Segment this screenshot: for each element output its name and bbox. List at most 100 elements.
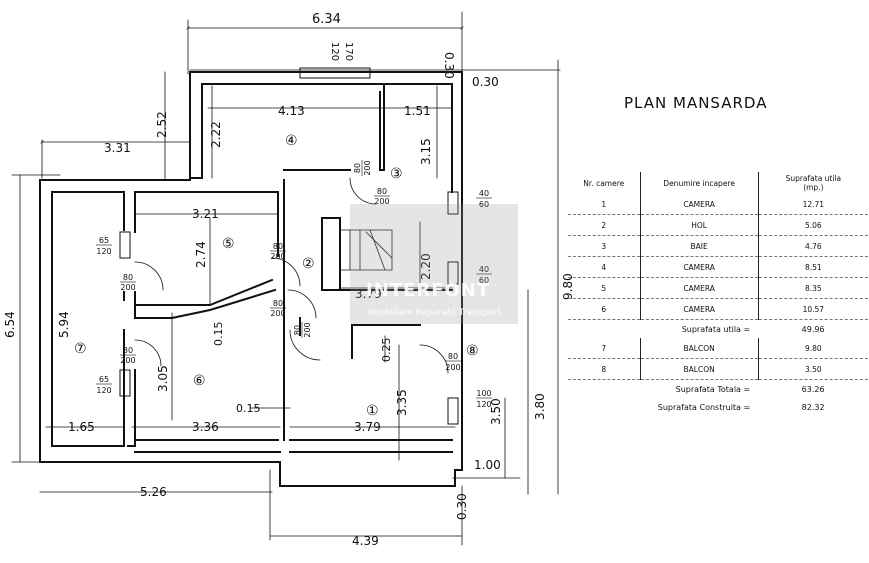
row-area: 8.51 xyxy=(758,256,868,278)
row-name: BAIE xyxy=(639,235,759,257)
opening-label: 80 200 xyxy=(353,160,372,176)
row-area: 5.06 xyxy=(758,214,868,236)
dim-right-bottom-wall: 0.30 xyxy=(455,493,469,520)
dim-r3-w: 1.51 xyxy=(404,104,431,118)
svg-text:40: 40 xyxy=(479,189,489,198)
area-table: Nr. camere Denumire incapere Suprafata u… xyxy=(568,172,868,416)
dim-wall-c: 0.25 xyxy=(380,338,393,363)
room-label-5: ⑤ xyxy=(222,236,235,252)
row-name: CAMERA xyxy=(639,277,759,299)
dim-window-a: 120 xyxy=(329,42,340,61)
plan-title: PLAN MANSARDA xyxy=(624,94,768,112)
dim-left-total: 6.54 xyxy=(3,311,17,338)
util-area-row: Suprafata utila = 49.96 xyxy=(568,320,868,339)
row-area: 4.76 xyxy=(758,235,868,257)
opening-label: 40 60 xyxy=(476,265,492,285)
table-header-area-label: Suprafata utila xyxy=(785,174,842,183)
watermark-tagline: Imobiliare Reparatii Transport xyxy=(368,308,502,318)
staircase xyxy=(339,229,393,271)
row-name: CAMERA xyxy=(639,298,759,320)
row-area: 8.35 xyxy=(758,277,868,299)
row-nr: 3 xyxy=(568,235,641,257)
svg-text:60: 60 xyxy=(479,276,489,285)
table-header-nr: Nr. camere xyxy=(583,178,625,188)
svg-text:80: 80 xyxy=(353,163,362,173)
svg-text:40: 40 xyxy=(479,265,489,274)
dim-top-inner: 0.30 xyxy=(442,52,456,79)
util-area-label: Suprafata utila = xyxy=(681,324,751,334)
dim-r5-w: 3.21 xyxy=(192,207,219,221)
room-label-8: ⑧ xyxy=(466,343,479,359)
row-name: CAMERA xyxy=(639,194,759,215)
svg-text:65: 65 xyxy=(99,236,109,245)
table-row: 1 CAMERA 12.71 xyxy=(568,194,868,215)
dim-left-inner: 5.94 xyxy=(57,311,71,338)
table-header-area-unit: (mp.) xyxy=(803,183,824,192)
svg-text:120: 120 xyxy=(96,386,111,395)
dim-bottom-right: 4.39 xyxy=(352,534,379,548)
dim-wall-b: 0.15 xyxy=(236,402,261,415)
table-row: 3 BAIE 4.76 xyxy=(568,235,868,257)
dim-window-b: 170 xyxy=(343,42,354,61)
row-nr: 2 xyxy=(568,214,641,236)
svg-text:200: 200 xyxy=(270,252,285,261)
svg-text:200: 200 xyxy=(303,322,312,337)
row-nr: 8 xyxy=(568,358,641,380)
walls xyxy=(39,71,463,487)
dim-r4-h: 2.22 xyxy=(209,121,223,148)
watermark-box xyxy=(350,204,518,324)
svg-text:120: 120 xyxy=(476,400,491,409)
room-label-1: ① xyxy=(366,403,379,419)
svg-text:200: 200 xyxy=(120,283,135,292)
svg-text:200: 200 xyxy=(445,363,460,372)
row-nr: 4 xyxy=(568,256,641,278)
svg-text:200: 200 xyxy=(120,356,135,365)
svg-text:80: 80 xyxy=(123,273,133,282)
dim-left-ext: 3.31 xyxy=(104,141,131,155)
row-area: 9.80 xyxy=(758,338,868,359)
table-row: 7 BALCON 9.80 xyxy=(568,338,868,359)
room-label-6: ⑥ xyxy=(193,373,206,389)
row-area: 10.57 xyxy=(758,298,868,320)
opening-label: 80 200 xyxy=(293,322,312,338)
dim-r3-h: 3.15 xyxy=(419,138,433,165)
room-label-7: ⑦ xyxy=(74,341,87,357)
dim-wall-a: 0.15 xyxy=(212,322,225,347)
row-nr: 6 xyxy=(568,298,641,320)
opening-label: 80 200 xyxy=(374,187,390,206)
total-area-row: Suprafata Totala = 63.26 xyxy=(568,380,868,399)
svg-text:65: 65 xyxy=(99,375,109,384)
opening-label: 80 200 xyxy=(120,346,136,365)
row-name: BALCON xyxy=(639,358,759,380)
svg-text:200: 200 xyxy=(363,160,372,175)
table-row: 5 CAMERA 8.35 xyxy=(568,277,868,299)
built-area-label: Suprafata Construita = xyxy=(657,402,751,412)
svg-text:80: 80 xyxy=(273,242,283,251)
svg-text:80: 80 xyxy=(377,187,387,196)
table-header-area: Suprafata utila (mp.) xyxy=(758,172,868,194)
built-area-row: Suprafata Construita = 82.32 xyxy=(568,398,868,416)
svg-text:80: 80 xyxy=(293,325,302,335)
svg-text:80: 80 xyxy=(448,352,458,361)
dim-r1-h: 3.35 xyxy=(395,389,409,416)
svg-text:80: 80 xyxy=(273,299,283,308)
dim-right-mid: 3.80 xyxy=(533,393,547,420)
opening-label: 65 120 xyxy=(96,236,112,256)
room-label-3: ③ xyxy=(390,166,403,182)
svg-text:100: 100 xyxy=(476,389,491,398)
table-row: 4 CAMERA 8.51 xyxy=(568,256,868,278)
dim-r8-w: 1.00 xyxy=(474,458,501,472)
door-swings xyxy=(134,177,449,374)
dim-r5-h: 2.74 xyxy=(194,241,208,268)
opening-label: 80 200 xyxy=(270,299,286,318)
svg-text:200: 200 xyxy=(270,309,285,318)
opening-label: 65 120 xyxy=(96,375,112,395)
room-label-4: ④ xyxy=(285,133,298,149)
svg-text:120: 120 xyxy=(96,247,111,256)
row-name: HOL xyxy=(639,214,759,236)
row-nr: 1 xyxy=(568,194,641,215)
dim-r8-h: 3.50 xyxy=(489,398,503,425)
table-header-name: Denumire incapere xyxy=(639,172,759,194)
table-row: 6 CAMERA 10.57 xyxy=(568,298,868,320)
